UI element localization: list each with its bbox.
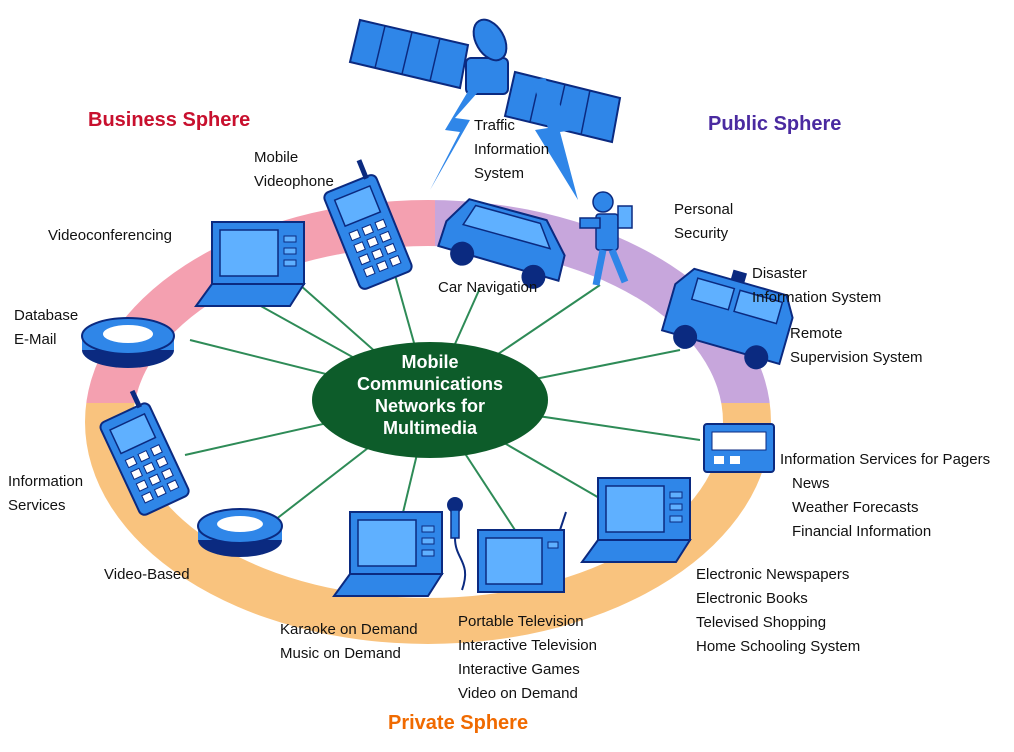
television-label: Portable Television Interactive Televisi… xyxy=(458,610,597,706)
label-line: Traffic xyxy=(474,117,515,134)
label-line: Interactive Games xyxy=(458,661,580,678)
private-sphere-title: Private Sphere xyxy=(388,712,529,734)
pager-icon xyxy=(703,423,775,473)
label-line: Electronic Books xyxy=(696,590,808,607)
hub-label-line: Networks for xyxy=(375,396,485,416)
portable-television-icon xyxy=(477,511,567,593)
label-line: Portable Television xyxy=(458,613,584,630)
laptop-videoconferencing-icon xyxy=(194,221,306,307)
personal-security-label: Personal Security xyxy=(674,198,733,246)
label-line: Remote xyxy=(790,325,843,342)
mobile-videophone-icon xyxy=(323,159,413,290)
electronic-services-label: Electronic Newspapers Electronic Books T… xyxy=(696,563,860,659)
traffic-information-label: Traffic Information System xyxy=(474,114,549,186)
video-based-label: Video-Based xyxy=(104,566,190,583)
label-line: Information Services for Pagers xyxy=(780,451,991,468)
remote-supervision-label: Remote Supervision System xyxy=(790,322,923,370)
laptop-newspapers-icon xyxy=(580,477,692,563)
hub-label-line: Multimedia xyxy=(383,418,478,438)
label-line: Information xyxy=(474,141,550,158)
database-disc-icon xyxy=(81,317,175,368)
public-sphere-title: Public Sphere xyxy=(708,113,842,135)
information-services-phone-icon xyxy=(99,389,190,516)
pager-services-label: Information Services for Pagers News Wea… xyxy=(780,448,990,544)
label-line: Security xyxy=(674,225,729,242)
label-line: Televised Shopping xyxy=(696,614,827,631)
video-disc-icon xyxy=(197,508,283,557)
label-line: Weather Forecasts xyxy=(792,499,919,516)
label-line: Services xyxy=(8,497,66,514)
signal-bolt-right-icon xyxy=(532,78,578,200)
label-line: Interactive Television xyxy=(458,637,597,654)
label-line: E-Mail xyxy=(14,331,57,348)
hub-label-line: Mobile xyxy=(402,352,459,372)
satellite-icon xyxy=(348,18,622,144)
karaoke-music-label: Karaoke on Demand Music on Demand xyxy=(280,618,418,666)
label-line: Videophone xyxy=(254,173,334,190)
label-line: Disaster xyxy=(752,265,808,282)
van-disaster-icon xyxy=(660,267,794,370)
label-line: News xyxy=(792,475,830,492)
label-line: Home Schooling System xyxy=(696,638,861,655)
information-services-label: Information Services xyxy=(8,470,83,518)
central-hub xyxy=(312,342,548,458)
label-line: Mobile xyxy=(254,149,299,166)
microphone-icon xyxy=(447,497,467,591)
signal-bolt-left-icon xyxy=(430,88,478,190)
personal-security-icon xyxy=(579,191,633,286)
label-line: Electronic Newspapers xyxy=(696,566,850,583)
disaster-information-label: Disaster Information System xyxy=(752,262,881,310)
label-line: Database xyxy=(14,307,79,324)
laptop-karaoke-icon xyxy=(332,511,444,597)
videoconferencing-label: Videoconferencing xyxy=(48,227,172,244)
hub-label-line: Communications xyxy=(357,374,503,394)
car-navigation-icon xyxy=(437,198,566,289)
label-line: System xyxy=(474,165,525,182)
label-line: Information System xyxy=(752,289,882,306)
label-line: Personal xyxy=(674,201,734,218)
label-line: Information xyxy=(8,473,84,490)
label-line: Supervision System xyxy=(790,349,923,366)
label-line: Karaoke on Demand xyxy=(280,621,418,638)
car-navigation-label: Car Navigation xyxy=(438,279,538,296)
business-sphere-title: Business Sphere xyxy=(88,109,251,131)
label-line: Video on Demand xyxy=(458,685,578,702)
label-line: Music on Demand xyxy=(280,645,401,662)
label-line: Financial Information xyxy=(792,523,932,540)
database-email-label: Database E-Mail xyxy=(14,304,78,352)
mobile-videophone-label: Mobile Videophone xyxy=(254,146,334,194)
